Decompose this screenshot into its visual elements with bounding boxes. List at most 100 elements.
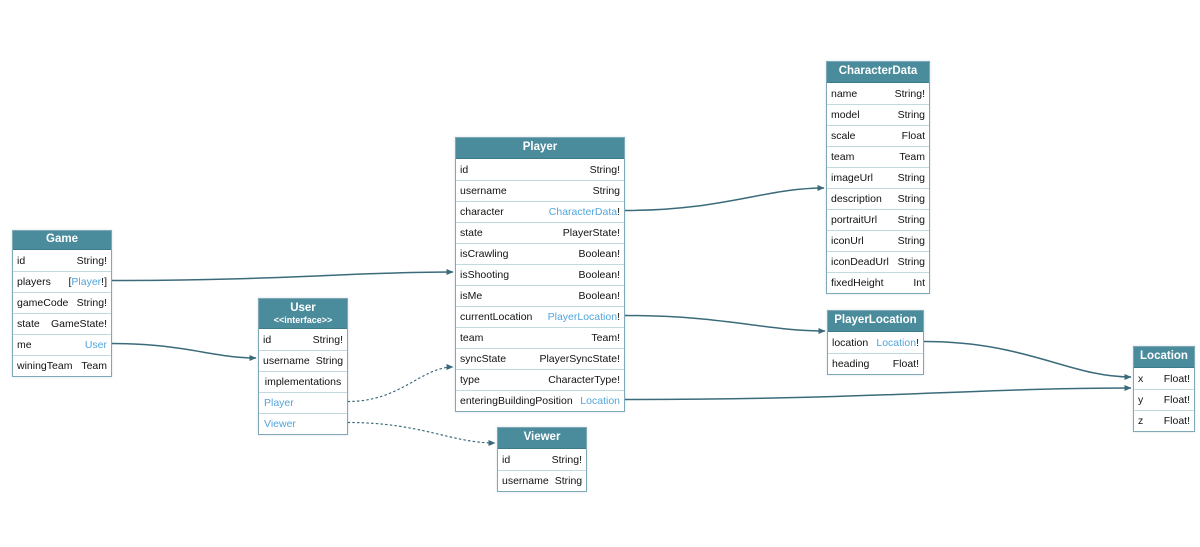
type-text: !] [101, 276, 107, 288]
type-link[interactable]: CharacterData [548, 206, 618, 218]
field-name: x [1138, 372, 1144, 385]
type-text: String! [76, 297, 107, 309]
field-type: String! [313, 334, 343, 346]
entity-header-user[interactable]: User<<interface>> [259, 299, 347, 329]
field-type: Team! [591, 332, 620, 344]
possible-type-viewer[interactable]: Viewer [259, 413, 347, 434]
implementations-label[interactable]: implementations [259, 371, 347, 392]
type-link[interactable]: Player [264, 397, 294, 409]
type-link[interactable]: Location [580, 395, 620, 407]
field-type: Float! [1164, 415, 1190, 427]
entity-viewer[interactable]: Viewer id String!username String [497, 427, 587, 492]
field-name: type [460, 374, 480, 386]
field-type: [Player!] [68, 276, 107, 288]
type-text: ! [916, 336, 919, 349]
field-type: Location! [876, 337, 919, 349]
field-type: PlayerLocation! [548, 311, 620, 323]
type-link[interactable]: User [84, 339, 107, 351]
field-name: username [502, 475, 549, 487]
entity-title: User [290, 301, 316, 314]
type-text: String [897, 235, 925, 247]
field-type: String [898, 172, 925, 184]
edge-player-currentlocation-to-playerlocation [624, 314, 826, 334]
type-text: String [897, 256, 925, 268]
field-name: username [263, 355, 310, 367]
field-name: id [502, 453, 511, 466]
entity-header-player[interactable]: Player [456, 138, 624, 159]
field-type: Int [913, 277, 925, 289]
entity-header-location[interactable]: Location [1134, 347, 1194, 368]
field-type: String [555, 475, 582, 487]
field-name: description [831, 193, 882, 205]
type-link[interactable]: PlayerLocation [547, 311, 618, 323]
field-row-players[interactable]: players[Player!] [13, 271, 111, 292]
possible-type-player[interactable]: Player [259, 392, 347, 413]
field-row-id[interactable]: id String! [498, 449, 586, 470]
field-type: String! [77, 297, 107, 309]
entity-title: CharacterData [838, 65, 918, 78]
field-type: PlayerSyncState! [539, 353, 620, 365]
edge-player-character-to-characterdata [624, 185, 825, 212]
field-type: Boolean! [579, 248, 620, 260]
field-name: character [460, 206, 504, 218]
field-row-username[interactable]: username String [498, 470, 586, 491]
entity-header-game[interactable]: Game [13, 231, 111, 250]
field-type: String! [895, 88, 925, 100]
field-name: id [460, 163, 469, 176]
type-text: Team [899, 151, 925, 163]
type-text: Float [901, 130, 925, 142]
entity-header-characterdata[interactable]: CharacterData [827, 62, 929, 83]
field-name: username [460, 185, 507, 197]
field-type: String! [552, 454, 582, 466]
type-text: String! [894, 87, 925, 100]
type-link[interactable]: Location [876, 336, 917, 349]
entity-header-viewer[interactable]: Viewer [498, 428, 586, 449]
type-link[interactable]: Viewer [264, 418, 296, 430]
type-link[interactable]: Player [71, 276, 102, 288]
entity-header-playerlocation[interactable]: PlayerLocation [828, 311, 923, 332]
type-text: PlayerSyncState! [539, 353, 620, 365]
type-text: Boolean! [578, 269, 620, 281]
